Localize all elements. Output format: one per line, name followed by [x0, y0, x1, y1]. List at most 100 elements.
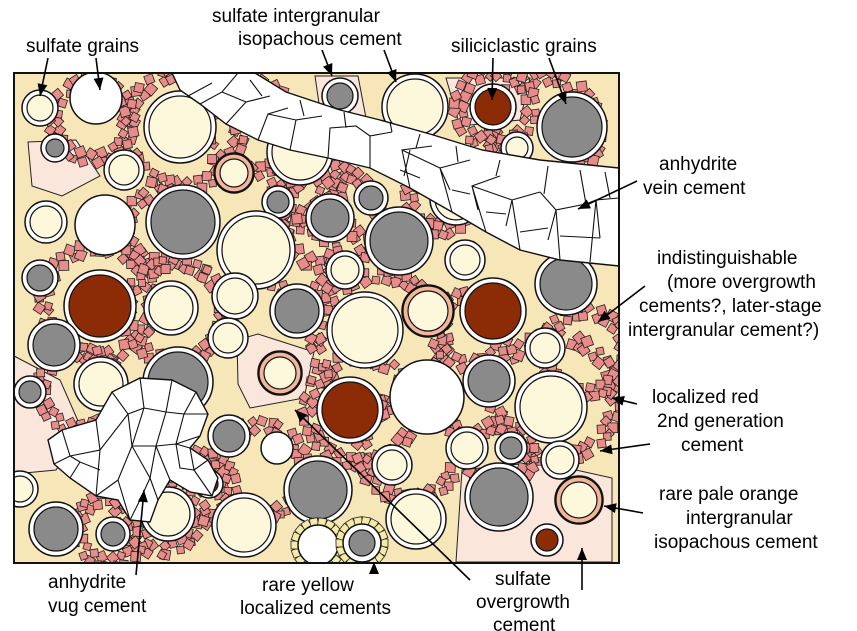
red-cement-crystal: [322, 359, 331, 368]
red-cement-crystal: [146, 176, 158, 188]
sulfate-grain-core: [408, 291, 448, 331]
red-cement-crystal: [159, 257, 167, 265]
sulfate-grain-core: [450, 245, 480, 275]
siliciclastic-grain-core: [69, 275, 131, 337]
label-pale-orange-3: isopachous cement: [654, 532, 818, 553]
siliciclastic-grain-core: [289, 461, 347, 519]
label-sulfate-grains: sulfate grains: [26, 36, 139, 57]
label-overgrowth-3: cement: [493, 615, 556, 631]
red-cement-crystal: [624, 341, 635, 352]
label-overgrowth-2: overgrowth: [476, 592, 570, 613]
sulfate-grain-core: [213, 323, 243, 353]
siliciclastic-grain-core: [27, 265, 53, 291]
label-vug-cement-2: vug cement: [48, 596, 147, 617]
siliciclastic-grain-core: [468, 360, 510, 402]
label-siliciclastic-grains: siliciclastic grains: [451, 36, 597, 57]
siliciclastic-grain-core: [101, 522, 125, 546]
sulfate-grain-core: [561, 482, 597, 518]
yellow-cement-crystal: [309, 563, 318, 572]
label-pale-orange-1: rare pale orange: [659, 484, 798, 505]
siliciclastic-grain-core: [151, 190, 215, 254]
sulfate-grain-core: [377, 450, 407, 480]
red-cement-crystal: [563, 316, 572, 325]
red-cement-crystal: [619, 367, 630, 378]
siliciclastic-grain-core: [536, 529, 558, 551]
sulfate-grain-core: [264, 357, 296, 389]
siliciclastic-grain-core: [213, 420, 245, 452]
red-cement-crystal: [193, 259, 202, 268]
red-cement-crystal: [307, 375, 316, 384]
label-overgrowth-1: sulfate: [495, 569, 551, 590]
red-cement-crystal: [122, 139, 132, 149]
red-cement-crystal: [465, 136, 473, 144]
red-cement-crystal: [230, 473, 241, 484]
red-cement-crystal: [452, 119, 463, 130]
label-indistinguishable-2: (more overgrowth: [667, 272, 816, 293]
siliciclastic-grain-core: [470, 468, 528, 526]
red-cement-crystal: [436, 351, 443, 358]
yellow-cement-crystal: [317, 563, 326, 572]
sulfate-grain-core: [217, 498, 271, 552]
label-yellow-cement-2: localized cements: [240, 598, 391, 619]
red-cement-crystal: [450, 474, 459, 483]
red-cement-crystal: [138, 279, 145, 286]
red-cement-crystal: [439, 486, 448, 495]
red-cement-crystal: [134, 82, 145, 93]
red-cement-crystal: [177, 546, 185, 554]
label-yellow-cement-1: rare yellow: [262, 575, 354, 596]
label-sulfate-intergranular-2: isopachous cement: [238, 29, 402, 50]
sulfate-grain-core: [451, 432, 483, 464]
label-red-cement-1: localized red: [652, 387, 759, 408]
sulfate-grain-core: [220, 159, 248, 187]
red-cement-crystal: [495, 415, 505, 425]
red-cement-crystal: [119, 560, 128, 569]
red-cement-crystal: [157, 173, 167, 183]
red-cement-crystal: [576, 81, 587, 92]
red-cement-crystal: [51, 421, 60, 430]
siliciclastic-grain-core: [275, 289, 319, 333]
siliciclastic-grain-core: [19, 381, 41, 403]
red-cement-crystal: [37, 369, 45, 377]
label-anhydrite-vein-2: vein cement: [643, 178, 746, 199]
siliciclastic-grain-core: [34, 507, 78, 551]
red-cement-crystal: [292, 213, 303, 224]
sulfate-grain-core: [27, 95, 53, 121]
red-cement-crystal: [504, 416, 514, 426]
siliciclastic-grain-core: [370, 212, 428, 270]
red-cement-crystal: [137, 348, 148, 359]
label-indistinguishable-4: intergranular cement?): [628, 320, 819, 341]
red-cement-crystal: [302, 426, 311, 435]
siliciclastic-grain-core: [33, 324, 75, 366]
label-red-cement-2: 2nd generation: [657, 411, 784, 432]
red-cement-crystal: [127, 99, 137, 109]
red-cement-crystal: [597, 425, 606, 434]
red-cement-crystal: [597, 439, 606, 448]
sulfate-grain-core: [546, 446, 574, 474]
label-indistinguishable-1: indistinguishable: [657, 248, 798, 269]
red-cement-crystal: [497, 62, 509, 74]
sulfate-grain-rim: [390, 360, 464, 434]
red-cement-crystal: [596, 347, 604, 355]
sulfate-grain-core: [149, 286, 193, 330]
label-sulfate-intergranular-1: sulfate intergranular: [212, 6, 381, 27]
red-cement-crystal: [80, 499, 89, 508]
siliciclastic-grain-core: [540, 258, 592, 310]
sulfate-grain-core: [391, 494, 441, 544]
red-cement-crystal: [239, 136, 248, 145]
red-cement-crystal: [372, 276, 380, 284]
siliciclastic-grain-core: [267, 191, 289, 213]
sulfate-grain-core: [7, 476, 33, 502]
red-cement-crystal: [90, 549, 99, 558]
red-cement-crystal: [202, 171, 212, 181]
sulfate-grain-core: [331, 256, 359, 284]
red-cement-crystal: [128, 126, 139, 137]
label-pale-orange-2: intergranular: [686, 508, 793, 529]
siliciclastic-grain-core: [359, 186, 383, 210]
sulfate-grain-core: [332, 297, 398, 363]
siliciclastic-grain-core: [46, 139, 64, 157]
red-cement-crystal: [530, 443, 539, 452]
label-vug-cement-1: anhydrite: [48, 572, 126, 593]
siliciclastic-grain-core: [542, 97, 602, 157]
label-anhydrite-vein-1: anhydrite: [659, 154, 737, 175]
label-red-cement-3: cement: [681, 435, 744, 456]
